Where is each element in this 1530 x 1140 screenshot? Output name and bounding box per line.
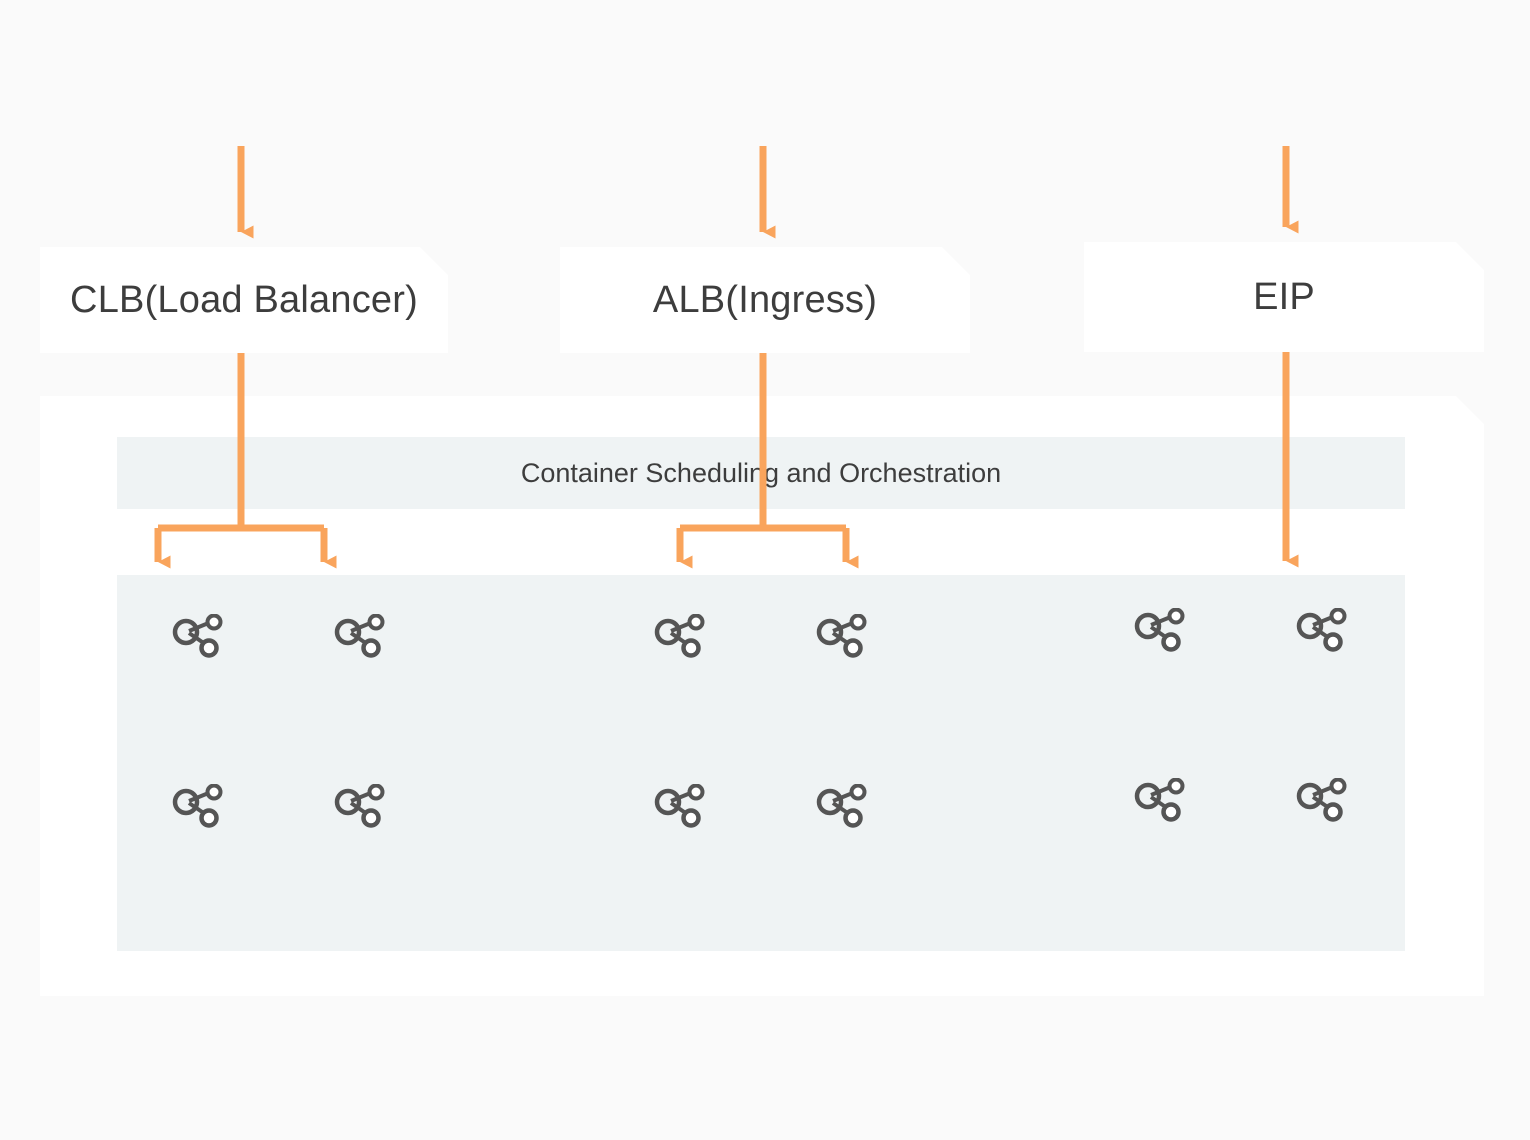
share-nodes-icon [815,783,871,830]
share-nodes-icon [171,613,227,660]
node-box-eip[interactable]: EIP [1084,242,1484,352]
node-box-label: EIP [1253,275,1315,318]
share-nodes-icon [1133,777,1189,824]
orchestration-band: Container Scheduling and Orchestration [117,437,1405,509]
pods-panel [117,575,1405,951]
node-box-label: ALB(Ingress) [652,278,878,321]
node-box-clb[interactable]: CLB(Load Balancer) [40,247,448,353]
share-nodes-icon [653,783,709,830]
node-box-alb[interactable]: ALB(Ingress) [560,247,970,353]
orchestration-label: Container Scheduling and Orchestration [520,457,1002,488]
share-nodes-icon [1295,607,1351,654]
share-nodes-icon [653,613,709,660]
share-nodes-icon [171,783,227,830]
share-nodes-icon [815,613,871,660]
node-box-label: CLB(Load Balancer) [70,278,418,321]
share-nodes-icon [333,783,389,830]
share-nodes-icon [1133,607,1189,654]
share-nodes-icon [1295,777,1351,824]
share-nodes-icon [333,613,389,660]
